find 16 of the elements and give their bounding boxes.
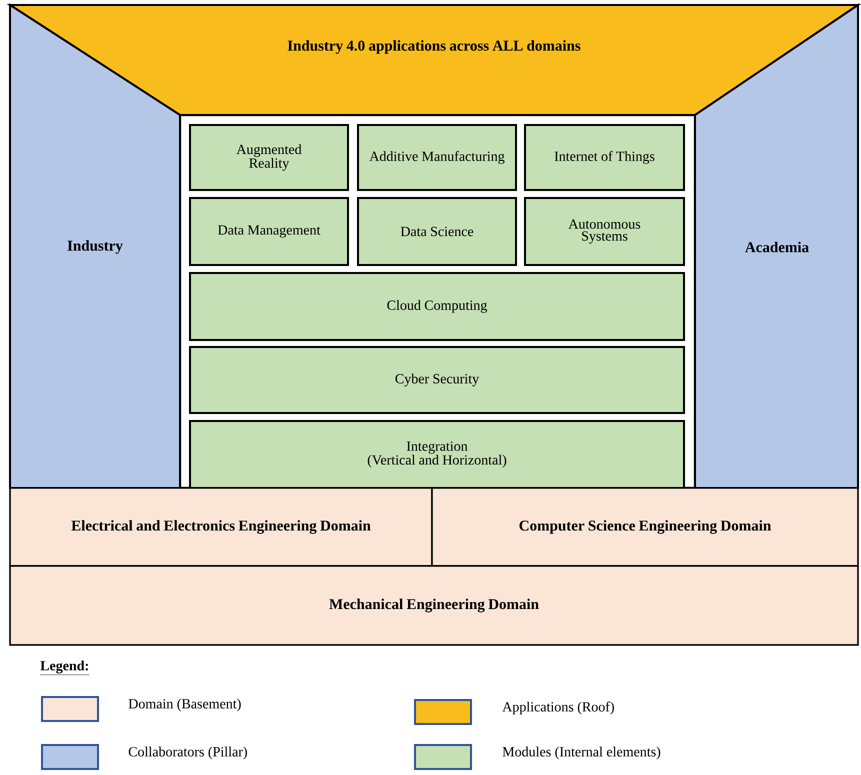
module-box: Data Management bbox=[189, 196, 349, 266]
legend-text: Collaborators (Pillar) bbox=[128, 746, 247, 760]
domain-band: Electrical and Electronics Engineering Domain bbox=[9, 487, 433, 567]
module-box: Integration (Vertical and Horizontal) bbox=[189, 420, 685, 489]
module-box: Cloud Computing bbox=[189, 272, 685, 341]
module-box: Additive Manufacturing bbox=[357, 124, 517, 191]
module-box: Augmented Reality bbox=[189, 124, 349, 191]
module-box: Data Science bbox=[357, 196, 517, 266]
module-box: Internet of Things bbox=[524, 124, 685, 191]
legend-heading: Legend: bbox=[40, 660, 90, 675]
legend-text: Modules (Internal elements) bbox=[502, 746, 660, 760]
module-box: Cyber Security bbox=[189, 346, 685, 414]
module-box: Autonomous Systems bbox=[524, 196, 685, 266]
legend-text: Applications (Roof) bbox=[502, 702, 614, 714]
domain-band: Computer Science Engineering Domain bbox=[431, 487, 859, 567]
legend-text: Domain (Basement) bbox=[128, 698, 241, 712]
